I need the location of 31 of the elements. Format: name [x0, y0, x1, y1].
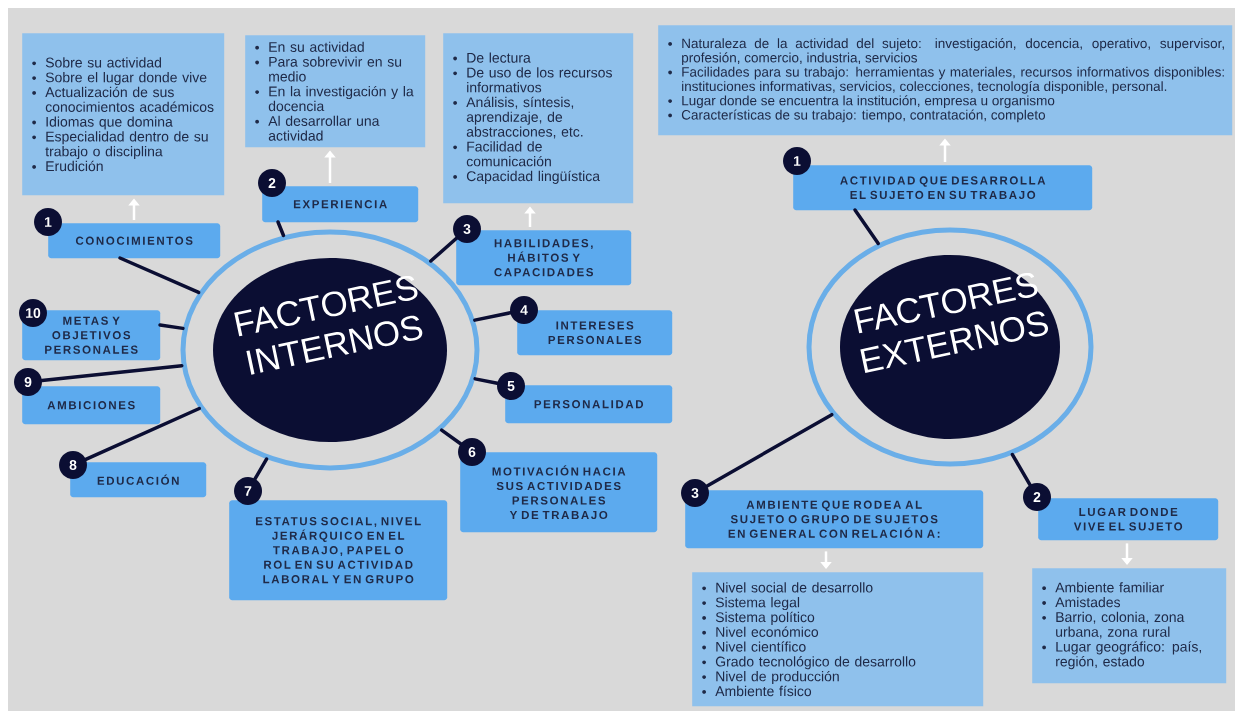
connector-line — [253, 457, 269, 481]
number-badge: 6 — [458, 438, 486, 466]
number-badge: 7 — [234, 477, 262, 505]
category-box: ACTIVIDAD QUE DESARROLLA EL SUJETO EN SU TRABAJO — [793, 165, 1093, 211]
number-badge: 5 — [497, 372, 525, 400]
number-badge: 1 — [34, 208, 62, 236]
connector-line — [40, 363, 184, 383]
number-badge: 1 — [783, 147, 811, 175]
number-badge: 2 — [1023, 483, 1051, 511]
bullet-list: Naturaleza de la actividad del sujeto: investigación, docencia, operativo, supervisor, profesión, comercio, industria, servicios Facilidades para su trabajo: herramientas y materiales, recursos informativos disponibles: instituciones informativas, servicios, colecciones, tecnología disponible, personal. Lugar donde se encuentra la institución, empresa u organismo Características de su trabajo: tiempo, contratación, completo — [658, 25, 1233, 136]
connector-line — [473, 377, 500, 386]
category-box: ESTATUS SOCIAL, NIVEL JERÁRQUICO EN EL TRABAJO, PAPEL O ROL EN SU ACTIVIDAD LABORAL Y EN GRUPO — [229, 500, 448, 601]
bullet-list: Ambiente familiar Amistades Barrio, colonia, zona urbana, zona rural Lugar geográfico: país, región, estado — [1032, 568, 1227, 684]
number-badge: 8 — [59, 451, 87, 479]
bullet-list: De lectura De uso de los recursos informativos Análisis, síntesis, aprendizaje, de abstracciones, etc. Facilidad de comunicación Capacidad lingüística — [443, 33, 634, 204]
connector-line — [439, 428, 463, 446]
number-badge: 4 — [510, 296, 538, 324]
connector-line — [1010, 452, 1032, 487]
connector-line — [118, 256, 201, 295]
number-badge: 3 — [681, 479, 709, 507]
bullet-list: Nivel social de desarrollo Sistema legal Sistema político Nivel económico Nivel científico Grado tecnológico de desarrollo Nivel de producción Ambiente físico — [692, 572, 984, 707]
bullet-list: Sobre su actividad Sobre el lugar donde vive Actualización de sus conocimientos académicos Idiomas que domina Especialidad dentro de su trabajo o disciplina Erudición — [22, 33, 225, 196]
number-badge: 9 — [14, 368, 42, 396]
connector-line — [705, 412, 834, 488]
connector-line — [276, 220, 286, 238]
category-box: AMBICIONES — [22, 386, 161, 425]
connector-line — [853, 208, 880, 246]
connector-line — [158, 323, 185, 331]
bullet-list: En su actividad Para sobrevivir en su medio En la investigación y la docencia Al desarrollar una actividad — [245, 35, 426, 148]
number-badge: 2 — [258, 169, 286, 197]
number-badge: 10 — [19, 299, 47, 327]
